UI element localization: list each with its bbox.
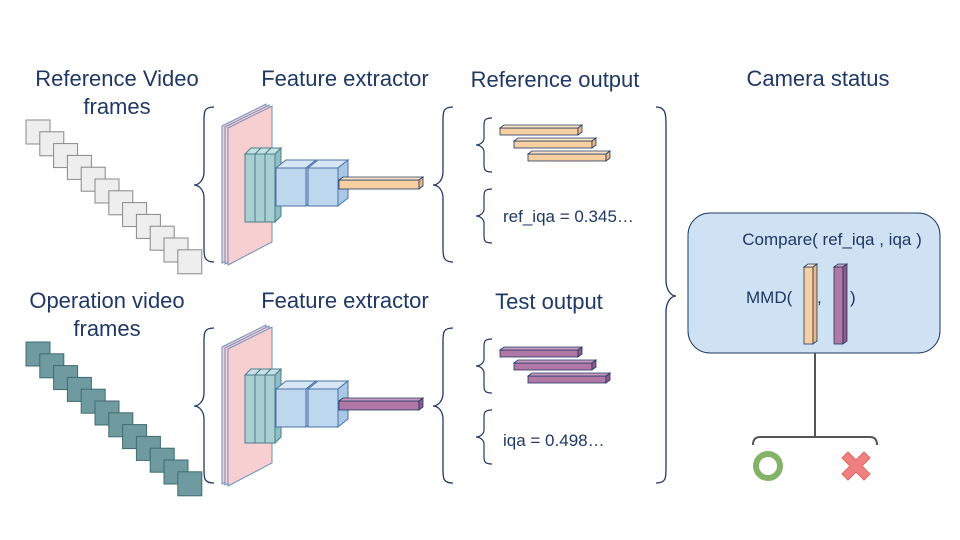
output-feature-bar <box>526 372 612 384</box>
bottom-extractor-title: Feature extractor <box>261 288 429 313</box>
video-frame <box>177 249 203 275</box>
test-output-features <box>498 346 612 384</box>
merge-brace <box>655 106 677 484</box>
test-metric-text: iqa = 0.498… <box>503 431 605 450</box>
reference-metric-text: ref_iqa = 0.345… <box>503 207 634 226</box>
mmd-test-feature <box>832 263 849 345</box>
decision-bracket <box>752 436 878 446</box>
top-output-brace <box>432 106 454 263</box>
reference-frames-title-line1: Reference Video <box>35 66 199 91</box>
bottom-features-brace <box>475 338 493 394</box>
test-output-title: Test output <box>495 289 603 314</box>
operation-frames-title-line1: Operation video <box>29 288 184 313</box>
bottom-output-brace <box>432 327 454 484</box>
reference-frame-stack <box>25 119 203 275</box>
mmd-comma: , <box>817 288 822 307</box>
output-feature-bar <box>512 359 598 371</box>
compare-text: Compare( ref_iqa , iqa ) <box>742 230 922 249</box>
reference-output-title: Reference output <box>471 67 640 92</box>
circle-pass-icon <box>753 451 783 481</box>
top-feature-vector <box>337 176 425 190</box>
top-input-brace <box>193 106 215 263</box>
mmd-close-text: ) <box>850 288 856 307</box>
output-feature-bar <box>526 150 612 162</box>
top-features-brace <box>475 117 493 173</box>
top-metric-brace <box>475 188 493 244</box>
output-feature-bar <box>498 124 584 136</box>
operation-frames-title-line2: frames <box>73 316 140 341</box>
bottom-pool-blocks <box>274 379 350 429</box>
bottom-feature-vector <box>337 397 425 411</box>
cross-fail-icon <box>841 451 871 481</box>
reference-output-features <box>498 124 612 162</box>
operation-frame-stack <box>25 341 203 497</box>
output-feature-bar <box>498 346 584 358</box>
top-feature-extractor <box>221 103 425 266</box>
compare-box: Compare( ref_iqa , iqa ) MMD( , ) <box>687 212 941 354</box>
bottom-metric-brace <box>475 409 493 465</box>
output-feature-bar <box>512 137 598 149</box>
mmd-open-text: MMD( <box>746 288 793 307</box>
bottom-input-brace <box>193 327 215 484</box>
camera-status-title: Camera status <box>746 66 889 91</box>
mmd-reference-feature <box>802 263 819 345</box>
top-pool-blocks <box>274 158 350 208</box>
bottom-feature-extractor <box>221 324 425 487</box>
video-frame <box>177 471 203 497</box>
top-extractor-title: Feature extractor <box>261 66 429 91</box>
reference-frames-title-line2: frames <box>83 94 150 119</box>
